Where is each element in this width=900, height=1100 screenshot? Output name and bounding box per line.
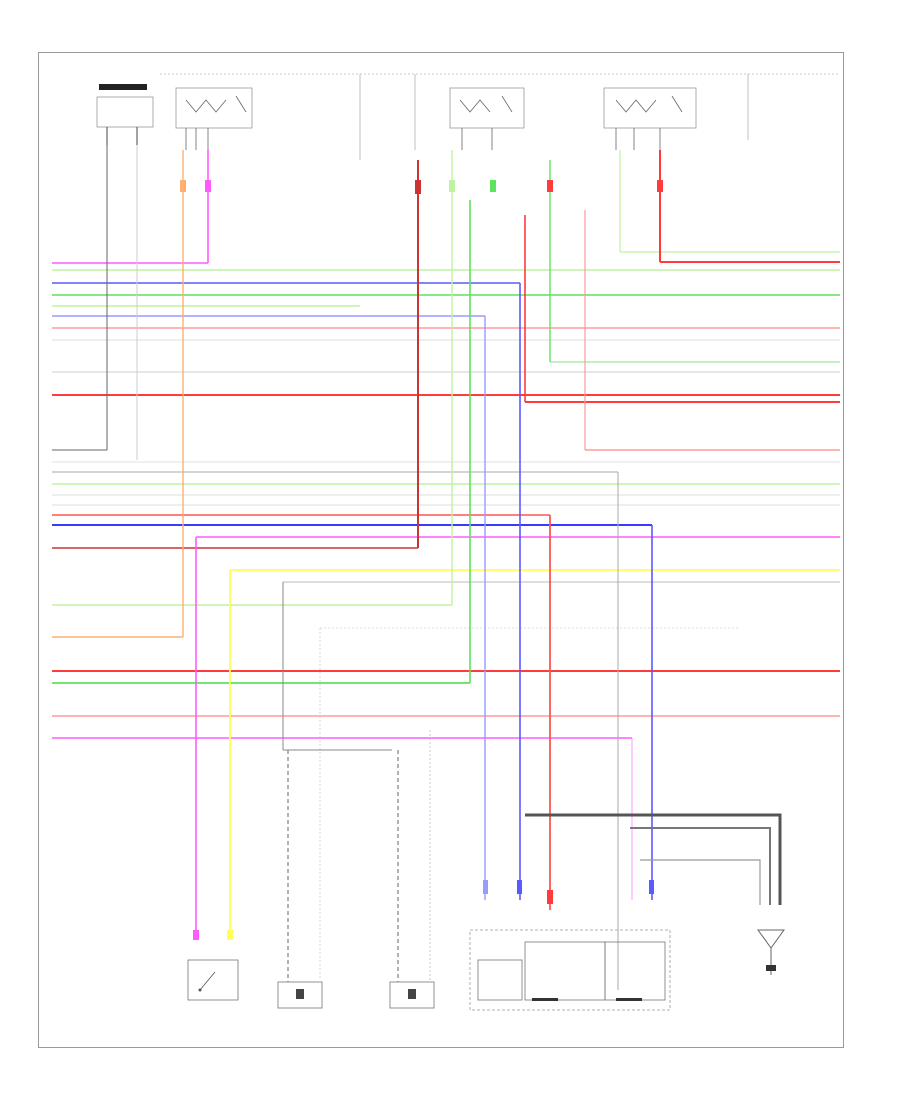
- top-component-relay-1: [175, 87, 253, 150]
- horizontal-wires: [52, 251, 840, 739]
- connector-marks: [180, 180, 663, 940]
- bottom-component-switch: [187, 959, 239, 1001]
- ground-harness: [525, 813, 785, 975]
- top-component-relay-2: [449, 87, 525, 150]
- bottom-component-actuator-module: [469, 929, 671, 1011]
- bottom-component-sensor-1: [277, 749, 392, 1009]
- top-component-power-source: [96, 84, 154, 145]
- top-component-relay-3: [603, 87, 697, 150]
- vertical-wires: [52, 145, 661, 990]
- bottom-component-sensor-2: [389, 750, 435, 1009]
- diagram-frame: [38, 52, 844, 1048]
